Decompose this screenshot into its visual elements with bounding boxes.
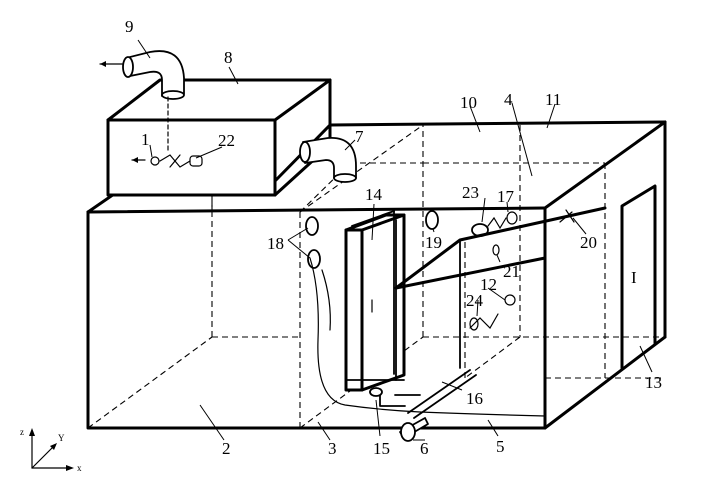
label-11: 11: [545, 90, 561, 109]
label-7: 7: [355, 127, 364, 146]
axis-x-label: x: [77, 463, 82, 473]
door: I: [620, 184, 657, 370]
inclined-plate: [394, 206, 607, 369]
label-23: 23: [462, 183, 479, 202]
column-unit: [344, 210, 406, 392]
label-24: 24: [466, 291, 484, 310]
door-mark: I: [631, 268, 637, 287]
label-6: 6: [420, 439, 429, 458]
upper-fan-assembly: [131, 96, 203, 168]
label-12: 12: [480, 275, 497, 294]
label-15: 15: [373, 439, 390, 458]
label-5: 5: [496, 437, 505, 456]
airflow-arrow-icon: [100, 61, 106, 67]
main-enclosure: [86, 120, 667, 430]
label-19: 19: [425, 233, 442, 252]
label-2: 2: [222, 439, 231, 458]
part-labels: 9 8 7 1 22 10 4 11 14 23 17 18 19 20 21 …: [125, 17, 662, 458]
label-21: 21: [503, 262, 520, 281]
label-1: 1: [141, 130, 150, 149]
label-16: 16: [466, 389, 483, 408]
label-9: 9: [125, 17, 134, 36]
label-17: 17: [497, 187, 515, 206]
upper-box: [106, 78, 332, 197]
label-18: 18: [267, 234, 284, 253]
label-22: 22: [218, 131, 235, 150]
coordinate-axes: z Y x: [20, 427, 82, 473]
exhaust-elbow-pipe: [99, 50, 185, 100]
leader-lines: [137, 39, 653, 441]
sensors: [305, 209, 575, 331]
label-14: 14: [365, 185, 383, 204]
wires: [309, 257, 546, 417]
label-20: 20: [580, 233, 597, 252]
axis-z-label: z: [20, 427, 24, 437]
bottom-pipes: [369, 369, 477, 442]
axis-y-label: Y: [58, 433, 65, 443]
connecting-elbow-pipe: [299, 137, 357, 183]
label-8: 8: [224, 48, 233, 67]
label-4: 4: [504, 90, 513, 109]
label-3: 3: [328, 439, 337, 458]
label-10: 10: [460, 93, 477, 112]
label-13: 13: [645, 373, 662, 392]
